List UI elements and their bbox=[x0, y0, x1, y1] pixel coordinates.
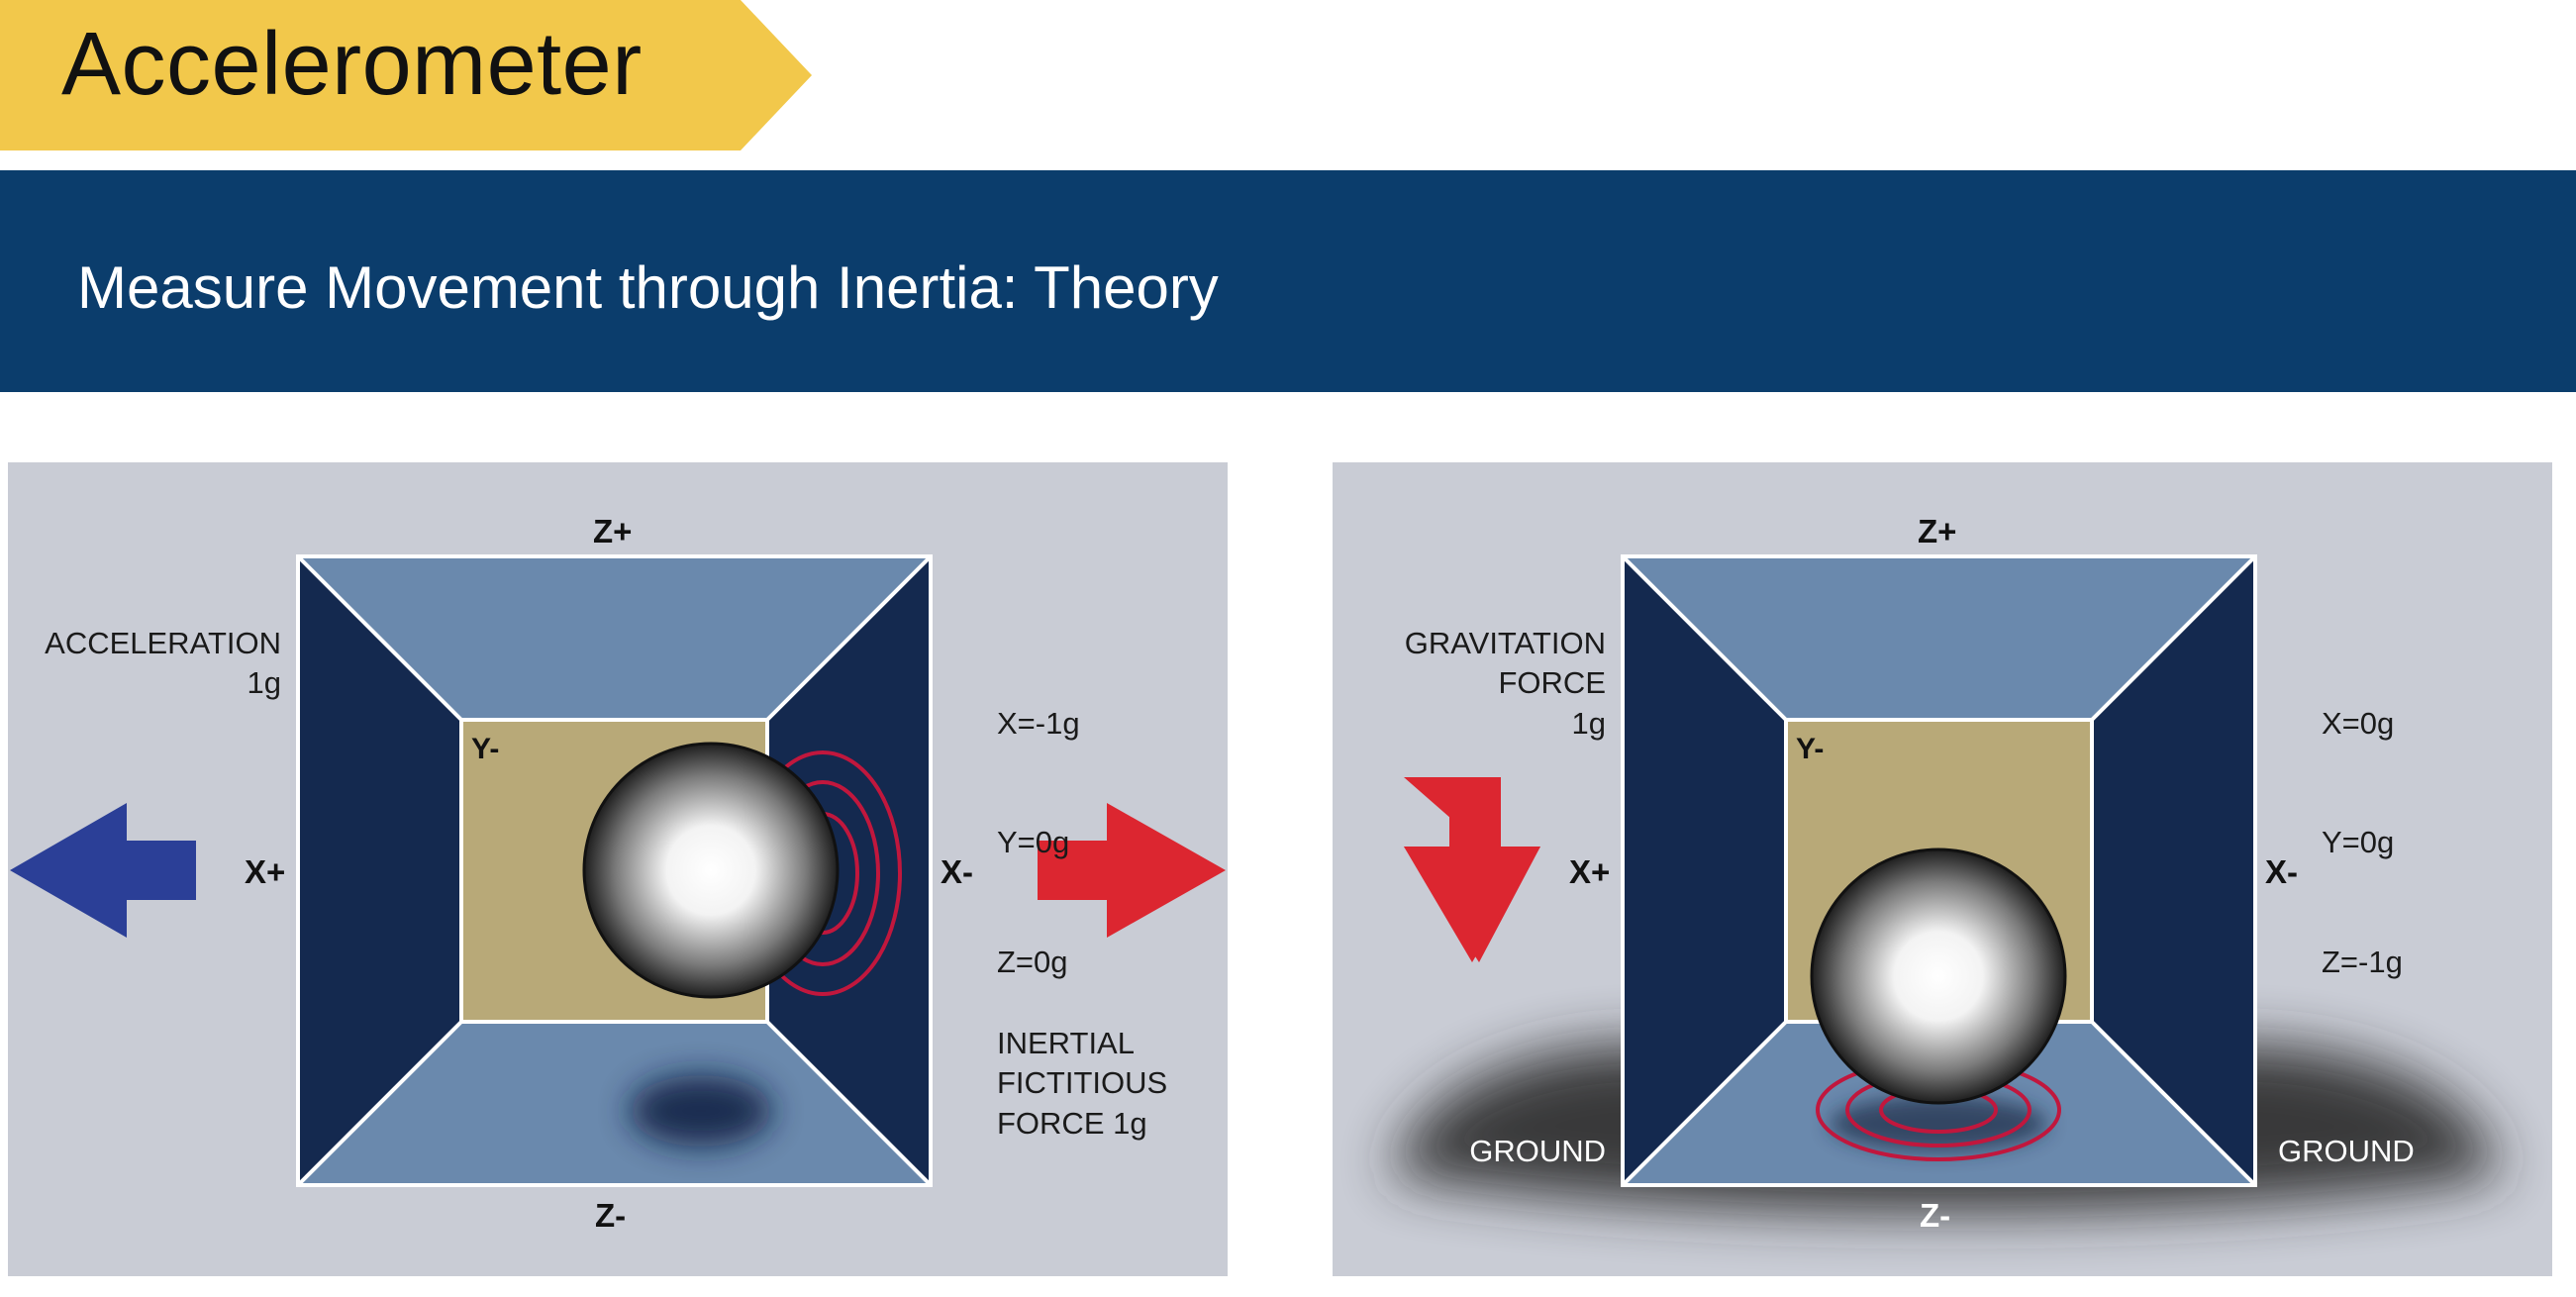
sphere-icon bbox=[1810, 848, 2067, 1105]
axis-z-plus-label: Z+ bbox=[1918, 513, 1957, 549]
left-readings: X=-1g Y=0g Z=0g bbox=[997, 624, 1080, 1062]
axis-z-minus-label: Z- bbox=[595, 1197, 627, 1234]
arrow-left-icon bbox=[10, 803, 196, 938]
acceleration-label: ACCELERATION 1g bbox=[45, 626, 281, 701]
box-left-face bbox=[1623, 556, 1786, 1185]
axis-x-plus-label: X+ bbox=[1569, 853, 1611, 890]
box-top-face bbox=[1623, 556, 2255, 720]
axis-z-plus-label: Z+ bbox=[593, 513, 633, 549]
sphere-icon bbox=[582, 742, 840, 999]
ball-shadow bbox=[630, 1075, 772, 1147]
box-top-face bbox=[298, 556, 931, 720]
reading-z: Z=0g bbox=[997, 945, 1068, 980]
ground-label-right: GROUND bbox=[2278, 1134, 2415, 1168]
title-banner-shape bbox=[0, 0, 812, 150]
box-bottom-face bbox=[298, 1022, 931, 1185]
subtitle-bar: Measure Movement through Inertia: Theory bbox=[0, 170, 2576, 392]
gravitation-diagram bbox=[1333, 462, 2552, 1276]
reading-y: Y=0g bbox=[997, 825, 1070, 860]
box-right-face bbox=[2092, 556, 2255, 1185]
box-left-face bbox=[298, 556, 461, 1185]
axis-z-minus-label: Z- bbox=[1920, 1197, 1951, 1234]
gravitation-panel: Z+ Z- X+ X- Y- GRAVITATION FORCE 1g X=0g… bbox=[1333, 462, 2552, 1276]
gravitation-label: GRAVITATION FORCE 1g bbox=[1404, 626, 1606, 741]
ground-label-left: GROUND bbox=[1469, 1134, 1606, 1168]
reading-z: Z=-1g bbox=[2322, 945, 2403, 980]
axis-y-minus-label: Y- bbox=[1796, 733, 1825, 765]
axis-x-minus-label: X- bbox=[2265, 853, 2298, 890]
arrow-right-icon bbox=[1038, 803, 1226, 938]
reading-x: X=0g bbox=[2322, 705, 2395, 741]
box-right-face bbox=[767, 556, 931, 1185]
page-subtitle: Measure Movement through Inertia: Theory bbox=[77, 254, 1219, 321]
axis-y-minus-label: Y- bbox=[471, 733, 500, 765]
axis-x-plus-label: X+ bbox=[245, 853, 286, 890]
acceleration-diagram bbox=[8, 462, 1228, 1276]
title-banner: Accelerometer bbox=[0, 0, 812, 150]
reading-x: X=-1g bbox=[997, 705, 1080, 741]
axis-x-minus-label: X- bbox=[941, 853, 973, 890]
reading-y: Y=0g bbox=[2322, 825, 2395, 860]
page-title: Accelerometer bbox=[61, 15, 643, 114]
inertial-force-label: INERTIAL FICTITIOUS FORCE 1g bbox=[997, 1026, 1168, 1141]
acceleration-panel: Z+ Z- X+ X- Y- ACCELERATION 1g X=-1g Y=0… bbox=[8, 462, 1228, 1276]
right-readings: X=0g Y=0g Z=-1g bbox=[2322, 624, 2403, 1062]
